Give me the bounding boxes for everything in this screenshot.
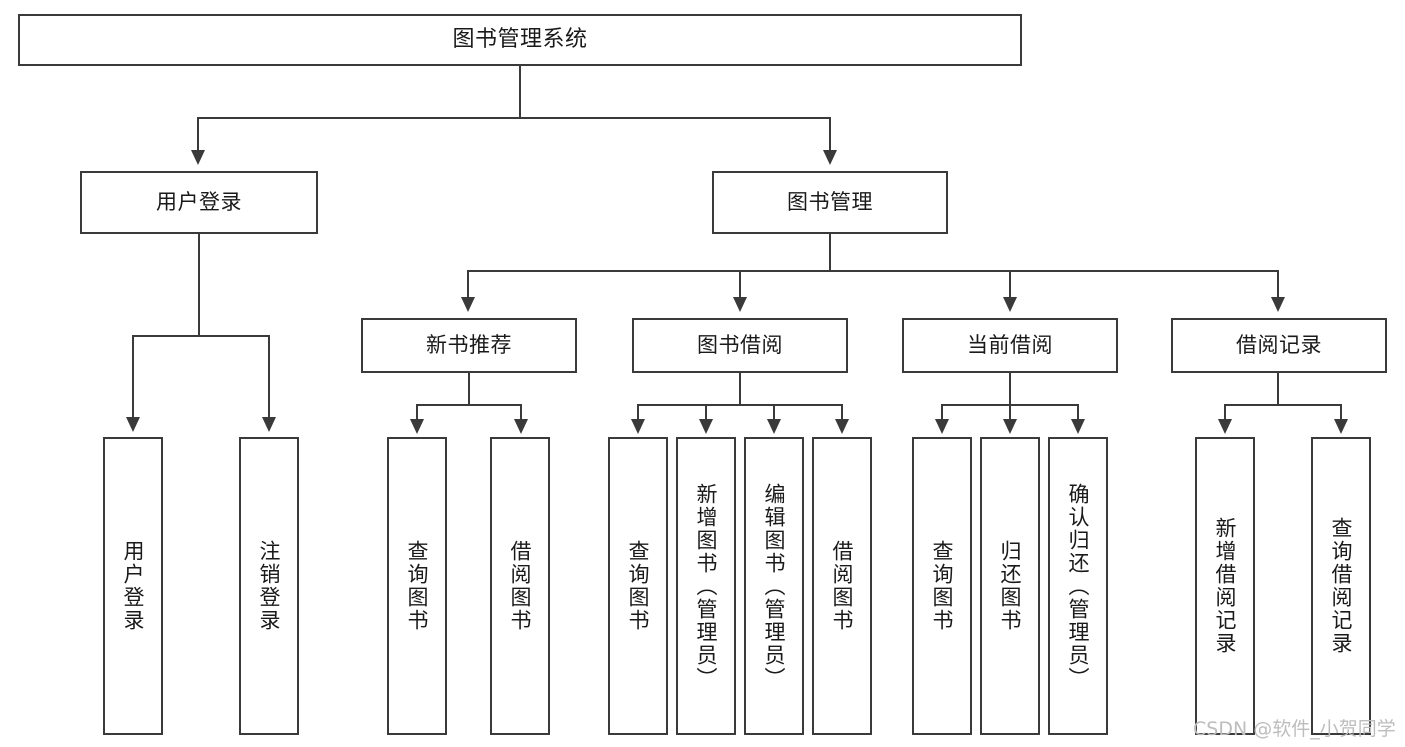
edge-current-borrow-to-leaf-9 [941,404,943,420]
watermark-text: CSDN @软件_小贺同学 [1193,718,1396,740]
edge-book-manage-stem [829,234,831,271]
arrow-user-login-to-leaf-1 [126,417,140,432]
node-leaf-query-book-borrow[interactable]: 查询图书 [608,437,668,735]
edge-book-manage-to-current-borrow [1009,270,1011,298]
node-leaf-add-borrow-record-label: 新增借阅记录 [1213,517,1238,655]
edge-root-stem [519,66,521,118]
node-leaf-return-book[interactable]: 归还图书 [980,437,1040,735]
node-leaf-query-borrow-record-label: 查询借阅记录 [1329,517,1354,655]
edge-book-borrow-to-leaf-6 [705,404,707,420]
arrow-new-book-rec-to-leaf-3 [410,419,424,434]
edge-current-borrow-to-leaf-11 [1077,404,1079,420]
arrow-book-manage-to-borrow-record [1271,297,1285,312]
edge-new-book-rec-bus [416,404,520,406]
edge-borrow-record-stem [1277,373,1279,405]
edge-user-login-stem [198,234,200,336]
edge-borrow-record-bus [1224,404,1340,406]
node-leaf-query-book-rec[interactable]: 查询图书 [387,437,447,735]
node-leaf-edit-book-admin-label: 编辑图书（管理员） [762,482,787,690]
arrow-book-borrow-to-leaf-7 [767,419,781,434]
node-user-login[interactable]: 用户登录 [80,171,318,234]
node-leaf-borrow-book-rec[interactable]: 借阅图书 [490,437,550,735]
arrow-new-book-rec-to-leaf-4 [514,419,528,434]
arrow-user-login-to-leaf-2 [262,417,276,432]
node-user-login-label: 用户登录 [156,190,242,215]
arrow-root-to-book-manage [823,150,837,165]
edge-book-manage-to-borrow-record [1277,270,1279,298]
arrow-root-to-user-login [191,150,205,165]
edge-book-manage-to-new-book-rec [467,270,469,298]
edge-new-book-rec-to-leaf-4 [520,404,522,420]
edge-root-bus [197,117,831,119]
node-book-borrow-label: 图书借阅 [697,333,783,358]
node-leaf-query-book-current[interactable]: 查询图书 [912,437,972,735]
node-leaf-edit-book-admin[interactable]: 编辑图书（管理员） [744,437,804,735]
node-leaf-user-login[interactable]: 用户登录 [103,437,163,735]
node-book-borrow[interactable]: 图书借阅 [632,318,848,373]
edge-book-borrow-stem [739,373,741,405]
node-leaf-user-login-label: 用户登录 [121,540,146,632]
arrow-book-manage-to-current-borrow [1003,297,1017,312]
node-current-borrow[interactable]: 当前借阅 [902,318,1118,373]
node-leaf-add-book-admin[interactable]: 新增图书（管理员） [676,437,736,735]
node-leaf-query-book-borrow-label: 查询图书 [626,540,651,632]
node-book-manage-label: 图书管理 [787,190,873,215]
edge-user-login-to-leaf-2 [268,335,270,418]
edge-borrow-record-to-leaf-12 [1224,404,1226,420]
edge-borrow-record-to-leaf-13 [1340,404,1342,420]
node-leaf-logout-label: 注销登录 [257,540,282,632]
node-new-book-rec[interactable]: 新书推荐 [361,318,577,373]
node-leaf-borrow-book-rec-label: 借阅图书 [508,540,533,632]
node-new-book-rec-label: 新书推荐 [426,333,512,358]
edge-book-borrow-to-leaf-7 [773,404,775,420]
node-root-label: 图书管理系统 [452,27,588,53]
node-leaf-query-book-rec-label: 查询图书 [405,540,430,632]
arrow-book-borrow-to-leaf-6 [699,419,713,434]
edge-book-manage-bus [467,270,1279,272]
node-book-manage[interactable]: 图书管理 [712,171,948,234]
edge-current-borrow-to-leaf-10 [1009,404,1011,420]
node-current-borrow-label: 当前借阅 [967,333,1053,358]
arrow-borrow-record-to-leaf-12 [1218,419,1232,434]
edge-book-borrow-to-leaf-8 [841,404,843,420]
node-leaf-borrow-book[interactable]: 借阅图书 [812,437,872,735]
node-leaf-return-book-label: 归还图书 [998,540,1023,632]
arrow-book-borrow-to-leaf-5 [631,419,645,434]
node-leaf-confirm-return-admin[interactable]: 确认归还（管理员） [1048,437,1108,735]
edge-new-book-rec-stem [468,373,470,405]
edge-current-borrow-stem [1009,373,1011,405]
node-borrow-record-label: 借阅记录 [1236,333,1322,358]
node-leaf-add-book-admin-label: 新增图书（管理员） [694,482,719,690]
edge-book-manage-to-book-borrow [739,270,741,298]
edge-user-login-bus [132,335,268,337]
node-leaf-query-book-current-label: 查询图书 [930,540,955,632]
edge-book-borrow-to-leaf-5 [637,404,639,420]
node-leaf-query-borrow-record[interactable]: 查询借阅记录 [1311,437,1371,735]
node-root[interactable]: 图书管理系统 [18,14,1022,66]
node-leaf-logout[interactable]: 注销登录 [239,437,299,735]
edge-root-to-user-login [197,117,199,152]
arrow-current-borrow-to-leaf-11 [1071,419,1085,434]
node-leaf-borrow-book-label: 借阅图书 [830,540,855,632]
arrow-book-manage-to-new-book-rec [461,297,475,312]
arrow-book-borrow-to-leaf-8 [835,419,849,434]
arrow-borrow-record-to-leaf-13 [1334,419,1348,434]
arrow-current-borrow-to-leaf-10 [1003,419,1017,434]
edge-new-book-rec-to-leaf-3 [416,404,418,420]
node-borrow-record[interactable]: 借阅记录 [1171,318,1387,373]
edge-book-borrow-bus [637,404,843,406]
node-leaf-confirm-return-admin-label: 确认归还（管理员） [1066,482,1091,690]
arrow-book-manage-to-book-borrow [733,297,747,312]
arrow-current-borrow-to-leaf-9 [935,419,949,434]
node-leaf-add-borrow-record[interactable]: 新增借阅记录 [1195,437,1255,735]
edge-user-login-to-leaf-1 [132,335,134,418]
edge-root-to-book-manage [829,117,831,152]
